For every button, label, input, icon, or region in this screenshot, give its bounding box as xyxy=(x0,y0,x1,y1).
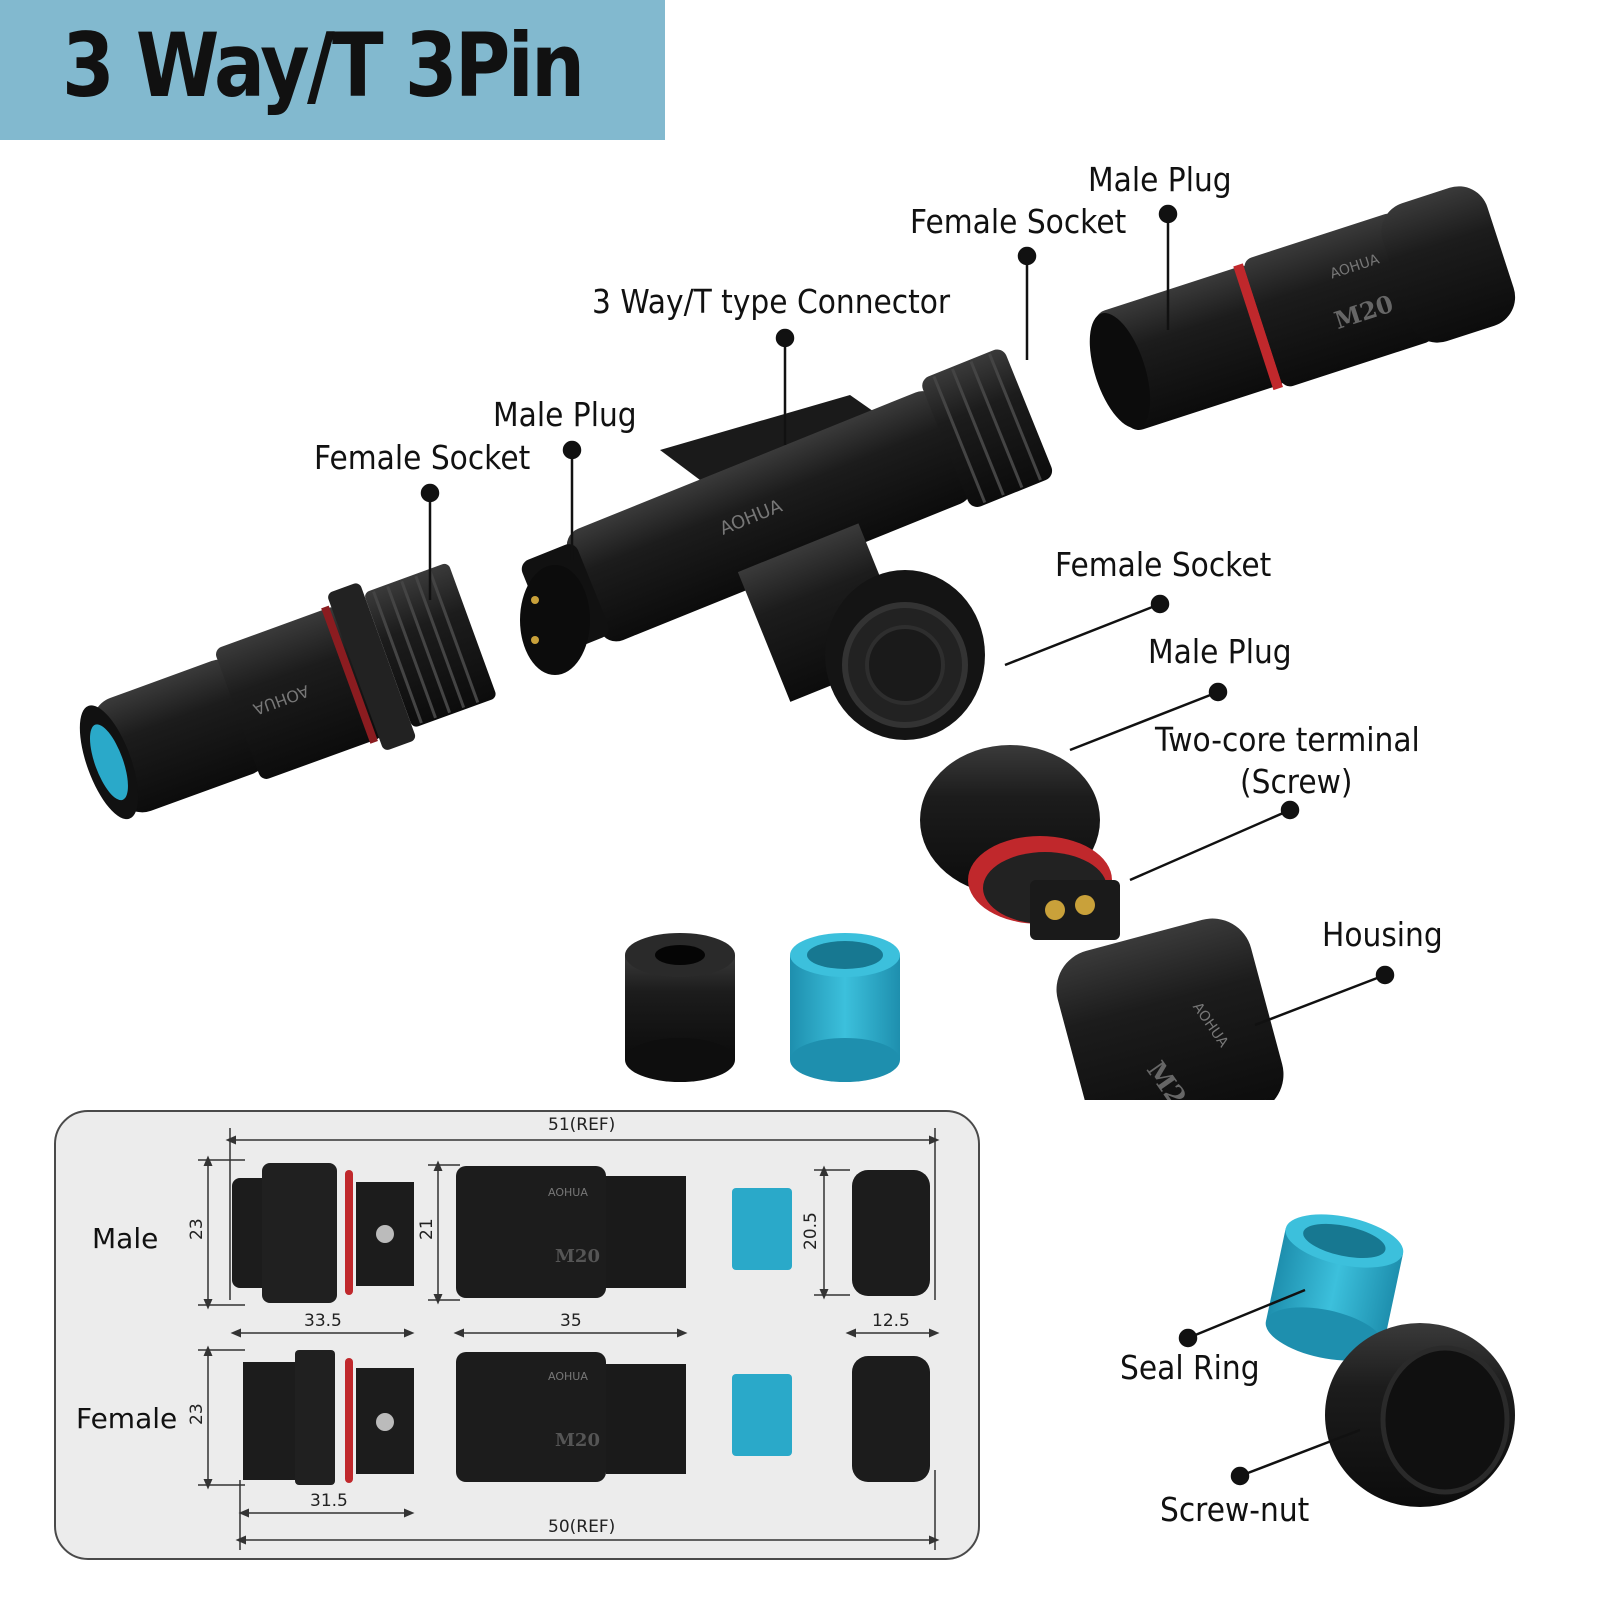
dim-male-plug xyxy=(232,1163,414,1303)
t-connector: AOHUA xyxy=(520,349,1053,740)
exploded-male-plug xyxy=(920,745,1120,940)
banner-title: 3 Way/T 3Pin xyxy=(62,14,585,117)
lower-illustration xyxy=(1265,1214,1515,1507)
dim-female-seal xyxy=(732,1374,792,1456)
dim-female-m20: M20 xyxy=(555,1430,600,1451)
dim-female-socket xyxy=(243,1350,414,1485)
dim-male-plug-length: 33.5 xyxy=(304,1311,342,1331)
dim-male-brand: AOHUA xyxy=(548,1186,588,1199)
dot-left-female-socket xyxy=(420,483,440,503)
terminal-screw xyxy=(1045,900,1065,920)
left-cable-connector: AOHUA xyxy=(79,563,496,820)
dot-seal-ring xyxy=(1178,1328,1198,1348)
title-banner: 3 Way/T 3Pin xyxy=(0,0,665,140)
black-seal-ring xyxy=(625,933,735,1082)
label-bottom-female-socket: Female Socket xyxy=(1055,545,1272,584)
dim-male-height: 23 xyxy=(187,1218,207,1240)
dim-female-height: 23 xyxy=(187,1403,207,1425)
dim-female-housing: M20 AOHUA xyxy=(456,1352,686,1482)
label-left-female-socket: Female Socket xyxy=(314,438,531,477)
housing: M20 AOHUA xyxy=(1056,918,1290,1100)
dim-housing-length: 35 xyxy=(560,1311,582,1331)
dot-screw-nut xyxy=(1230,1466,1250,1486)
label-terminal-line1: Two-core terminal xyxy=(1155,720,1420,759)
exploded-screw-nut xyxy=(1325,1323,1515,1507)
label-screw-nut: Screw-nut xyxy=(1160,1490,1310,1529)
dot-top-male-plug xyxy=(1158,204,1178,224)
blue-seal-ring xyxy=(790,933,900,1082)
dim-male-nut xyxy=(852,1170,930,1296)
label-seal-ring: Seal Ring xyxy=(1120,1348,1260,1387)
dimension-drawing: M20 AOHUA M20 AOHUA 51(REF) xyxy=(76,1115,940,1550)
dot-terminal xyxy=(1280,800,1300,820)
dim-row-female: Female xyxy=(76,1402,177,1435)
top-right-cable-connector: M20 AOHUA xyxy=(1089,186,1516,430)
dim-male-m20: M20 xyxy=(555,1246,600,1267)
label-top-male-plug: Male Plug xyxy=(1088,160,1232,199)
dim-female-socket-length: 31.5 xyxy=(310,1491,348,1511)
dim-overall-female: 50(REF) xyxy=(548,1517,615,1537)
dot-bottom-male-plug xyxy=(1208,682,1228,702)
dim-male-housing: M20 AOHUA xyxy=(456,1166,686,1298)
dot-left-male-plug xyxy=(562,440,582,460)
dim-overall-male: 51(REF) xyxy=(548,1115,615,1135)
left-seal-ring xyxy=(89,724,128,801)
dim-female-nut xyxy=(852,1356,930,1482)
dot-t-connector xyxy=(775,328,795,348)
label-left-male-plug: Male Plug xyxy=(493,395,637,434)
dim-seal-height: 20.5 xyxy=(801,1212,821,1250)
exploded-seal-ring xyxy=(1265,1214,1404,1361)
label-housing: Housing xyxy=(1322,915,1443,954)
dot-housing xyxy=(1375,965,1395,985)
label-bottom-male-plug: Male Plug xyxy=(1148,632,1292,671)
label-terminal-line2: (Screw) xyxy=(1240,762,1353,801)
dot-bottom-female-socket xyxy=(1150,594,1170,614)
connector-illustration: AOHUA AOHUA xyxy=(79,186,1516,1100)
dim-male-seal xyxy=(732,1188,792,1270)
label-top-female-socket: Female Socket xyxy=(910,202,1127,241)
label-t-connector: 3 Way/T type Connector xyxy=(592,282,951,321)
dim-female-brand: AOHUA xyxy=(548,1370,588,1383)
dot-top-female-socket xyxy=(1017,246,1037,266)
top-right-oring xyxy=(1233,263,1283,391)
dim-nut-length: 12.5 xyxy=(872,1311,910,1331)
dim-row-male: Male xyxy=(92,1222,158,1255)
dimension-panel: M20 AOHUA M20 AOHUA 51(REF) xyxy=(54,1110,980,1560)
dim-housing-height: 21 xyxy=(417,1218,437,1240)
